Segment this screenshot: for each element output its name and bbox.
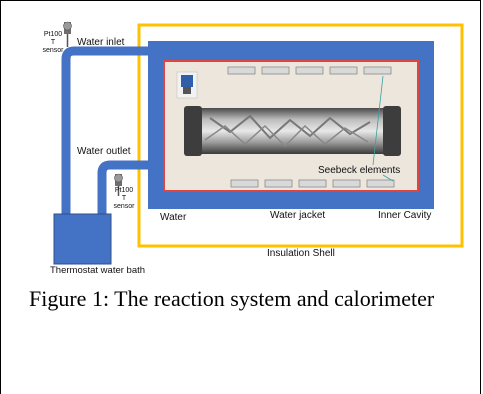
pt100-sensor-top-icon <box>63 21 72 47</box>
pt100-bottom-line3: sensor <box>113 203 135 210</box>
seebeck-elements-label: Seebeck elements <box>318 165 401 176</box>
pt100-top-line1: Pt100 <box>43 31 63 38</box>
calorimeter-diagram <box>53 21 464 265</box>
pt100-label-bottom: Pt100 T sensor <box>112 187 136 211</box>
thermostat-water-bath-label: Thermostat water bath <box>50 265 146 276</box>
water-outlet-label: Water outlet <box>77 146 131 157</box>
water-inlet-label: Water inlet <box>77 37 125 48</box>
inner-cavity-label: Inner Cavity <box>378 210 432 221</box>
insulation-shell-label: Insulation Shell <box>267 248 335 259</box>
figure-caption: Figure 1: The reaction system and calori… <box>29 286 435 311</box>
pt100-sensor-bottom-icon <box>114 173 123 196</box>
seebeck-elements-bottom <box>230 179 395 188</box>
water-jacket-label: Water jacket <box>270 210 326 221</box>
reactor-tube <box>184 106 401 156</box>
seebeck-pointer-top <box>372 75 384 166</box>
pt100-top-line2: T <box>50 39 56 46</box>
thermostat-water-bath <box>53 213 112 265</box>
pt100-bottom-line2: T <box>121 195 127 202</box>
seebeck-elements-top <box>227 66 392 75</box>
water-pipes <box>61 46 148 216</box>
pt100-top-line3: sensor <box>42 47 64 54</box>
pt100-label-top: Pt100 T sensor <box>41 31 65 55</box>
reactor-device-image <box>176 71 198 99</box>
pt100-bottom-line1: Pt100 <box>114 187 134 194</box>
water-label: Water <box>160 212 187 223</box>
seebeck-pointer-bottom <box>382 174 394 182</box>
